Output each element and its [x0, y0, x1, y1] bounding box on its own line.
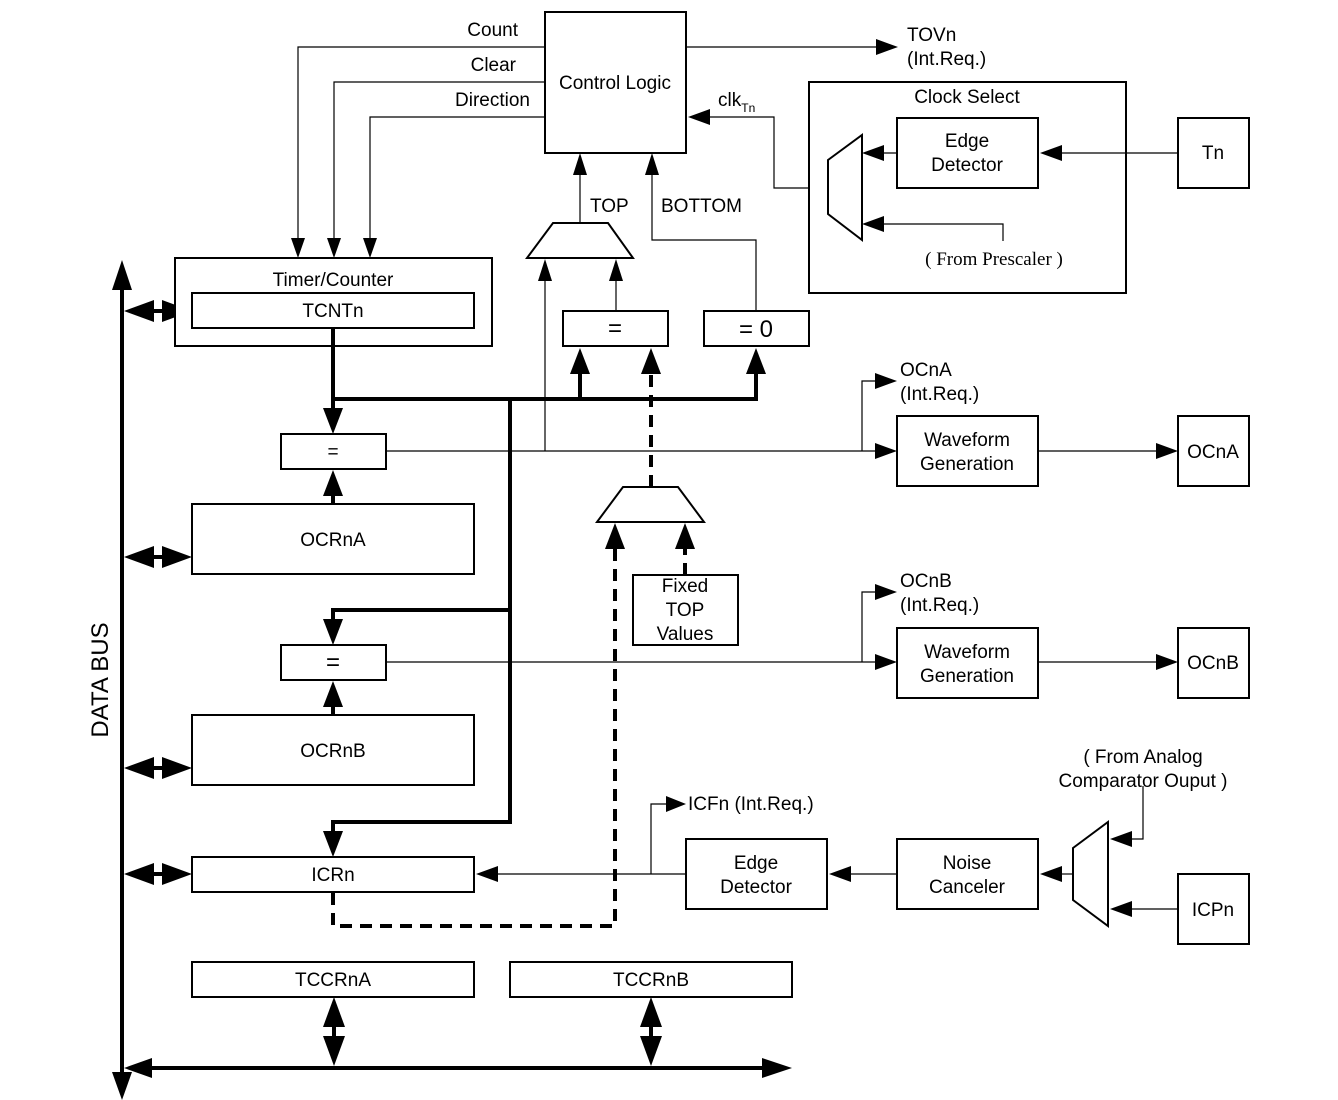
- clk-signal: clkTn: [688, 90, 828, 189]
- tccrnb-label: TCCRnB: [613, 970, 689, 991]
- analog-comp-label-2: Comparator Ouput ): [1059, 771, 1228, 792]
- ocrb-comparator: [280, 644, 387, 681]
- direction-label: Direction: [455, 90, 530, 111]
- ocrna-register: [191, 503, 475, 575]
- data-bus-label: DATA BUS: [87, 622, 114, 737]
- tccrnb-register: [509, 961, 793, 998]
- ocrna-bus-arrow: [124, 546, 192, 568]
- clk-label: clkTn: [718, 90, 755, 115]
- arrow-up-icon: [112, 260, 132, 290]
- noise-canceler-label-2: Canceler: [929, 877, 1006, 898]
- ocnb-pin-block: [1177, 627, 1250, 699]
- noise-canceler-label-1: Noise: [943, 853, 992, 874]
- top-comparator-label: =: [608, 315, 622, 342]
- tccrna-register: [191, 961, 475, 998]
- clock-edge-detector-label-2: Detector: [931, 155, 1003, 176]
- count-label: Count: [467, 20, 518, 41]
- control-logic-label: Control Logic: [559, 73, 671, 94]
- tcntn-label: TCNTn: [302, 301, 363, 322]
- bottom-comparator: [703, 310, 810, 347]
- ocnb-req-label: (Int.Req.): [900, 595, 979, 616]
- ocrb-comparator-label: =: [326, 649, 340, 676]
- ocnb-flag-label: OCnB: [900, 571, 952, 592]
- tccrnb-bus-arrow: [640, 997, 662, 1066]
- clock-mux: [827, 133, 863, 243]
- capture-mux: [1072, 820, 1109, 928]
- ocrna-label: OCRnA: [300, 530, 366, 551]
- tovn-label: TOVn: [907, 25, 956, 46]
- waveform-b-label-1: Waveform: [924, 642, 1010, 663]
- bottom-label: BOTTOM: [661, 196, 742, 217]
- ocna-pin-block: [1177, 415, 1250, 487]
- ocna-req-label: (Int.Req.): [900, 384, 979, 405]
- waveform-generation-a: [896, 415, 1039, 487]
- ocrnb-register: [191, 714, 475, 786]
- waveform-a-label-2: Generation: [920, 454, 1014, 475]
- ocra-comparator-label: =: [327, 442, 338, 463]
- waveform-a-label-1: Waveform: [924, 430, 1010, 451]
- clock-select-title: Clock Select: [914, 87, 1020, 108]
- icrn-register: [191, 856, 475, 893]
- icrn-bus-arrow: [124, 863, 192, 885]
- icrn-top-dashed-path: [331, 545, 617, 928]
- tn-pin-block: [1177, 117, 1250, 189]
- ocrnb-bus-arrow: [124, 757, 192, 779]
- top-label: TOP: [590, 196, 629, 217]
- capture-edge-label-2: Detector: [720, 877, 792, 898]
- tn-label: Tn: [1202, 143, 1224, 164]
- tovn-signal: TOVn (Int.Req.): [686, 25, 986, 70]
- noise-canceler-block: [896, 838, 1039, 910]
- clear-label: Clear: [471, 55, 517, 76]
- waveform-b-label-2: Generation: [920, 666, 1014, 687]
- tccrna-bus-arrow: [323, 997, 345, 1066]
- icrn-label: ICRn: [311, 865, 354, 886]
- clock-edge-detector-label-1: Edge: [945, 131, 989, 152]
- bottom-comparator-label: = 0: [739, 316, 773, 343]
- fixed-top-label-3: Values: [657, 624, 714, 645]
- tccrna-label: TCCRnA: [295, 970, 371, 991]
- top-mux: [525, 222, 635, 259]
- ocna-flag-label: OCnA: [900, 360, 952, 381]
- bus-connectors: [124, 300, 662, 1066]
- ocrnb-label: OCRnB: [300, 741, 365, 762]
- control-signals: Count Clear Direction: [291, 20, 545, 258]
- ocnb-pin-label: OCnB: [1187, 653, 1239, 674]
- arrow-right-icon: [762, 1058, 792, 1078]
- tcntn-bus: [323, 328, 766, 857]
- capture-edge-label-1: Edge: [734, 853, 778, 874]
- analog-comp-label-1: ( From Analog: [1083, 747, 1202, 768]
- arrow-left-icon: [124, 1058, 152, 1078]
- fixed-top-mux: [595, 486, 706, 523]
- arrow-down-icon: [112, 1072, 132, 1100]
- icfn-label: ICFn (Int.Req.): [688, 794, 814, 815]
- waveform-generation-b: [896, 627, 1039, 699]
- fixed-top-label-1: Fixed: [662, 576, 708, 597]
- capture-edge-detector-block: [685, 838, 828, 910]
- timer-counter-title: Timer/Counter: [273, 270, 394, 291]
- from-prescaler-label: ( From Prescaler ): [925, 249, 1063, 270]
- icpn-label: ICPn: [1192, 900, 1234, 921]
- clock-edge-detector-block: [896, 117, 1039, 189]
- fixed-top-label-2: TOP: [666, 600, 705, 621]
- top-comparator: [562, 310, 669, 347]
- data-bus: DATA BUS: [87, 260, 792, 1100]
- ocna-pin-label: OCnA: [1187, 442, 1239, 463]
- icpn-pin-block: [1177, 873, 1250, 945]
- tovn-req-label: (Int.Req.): [907, 49, 986, 70]
- tcntn-register: [191, 292, 475, 329]
